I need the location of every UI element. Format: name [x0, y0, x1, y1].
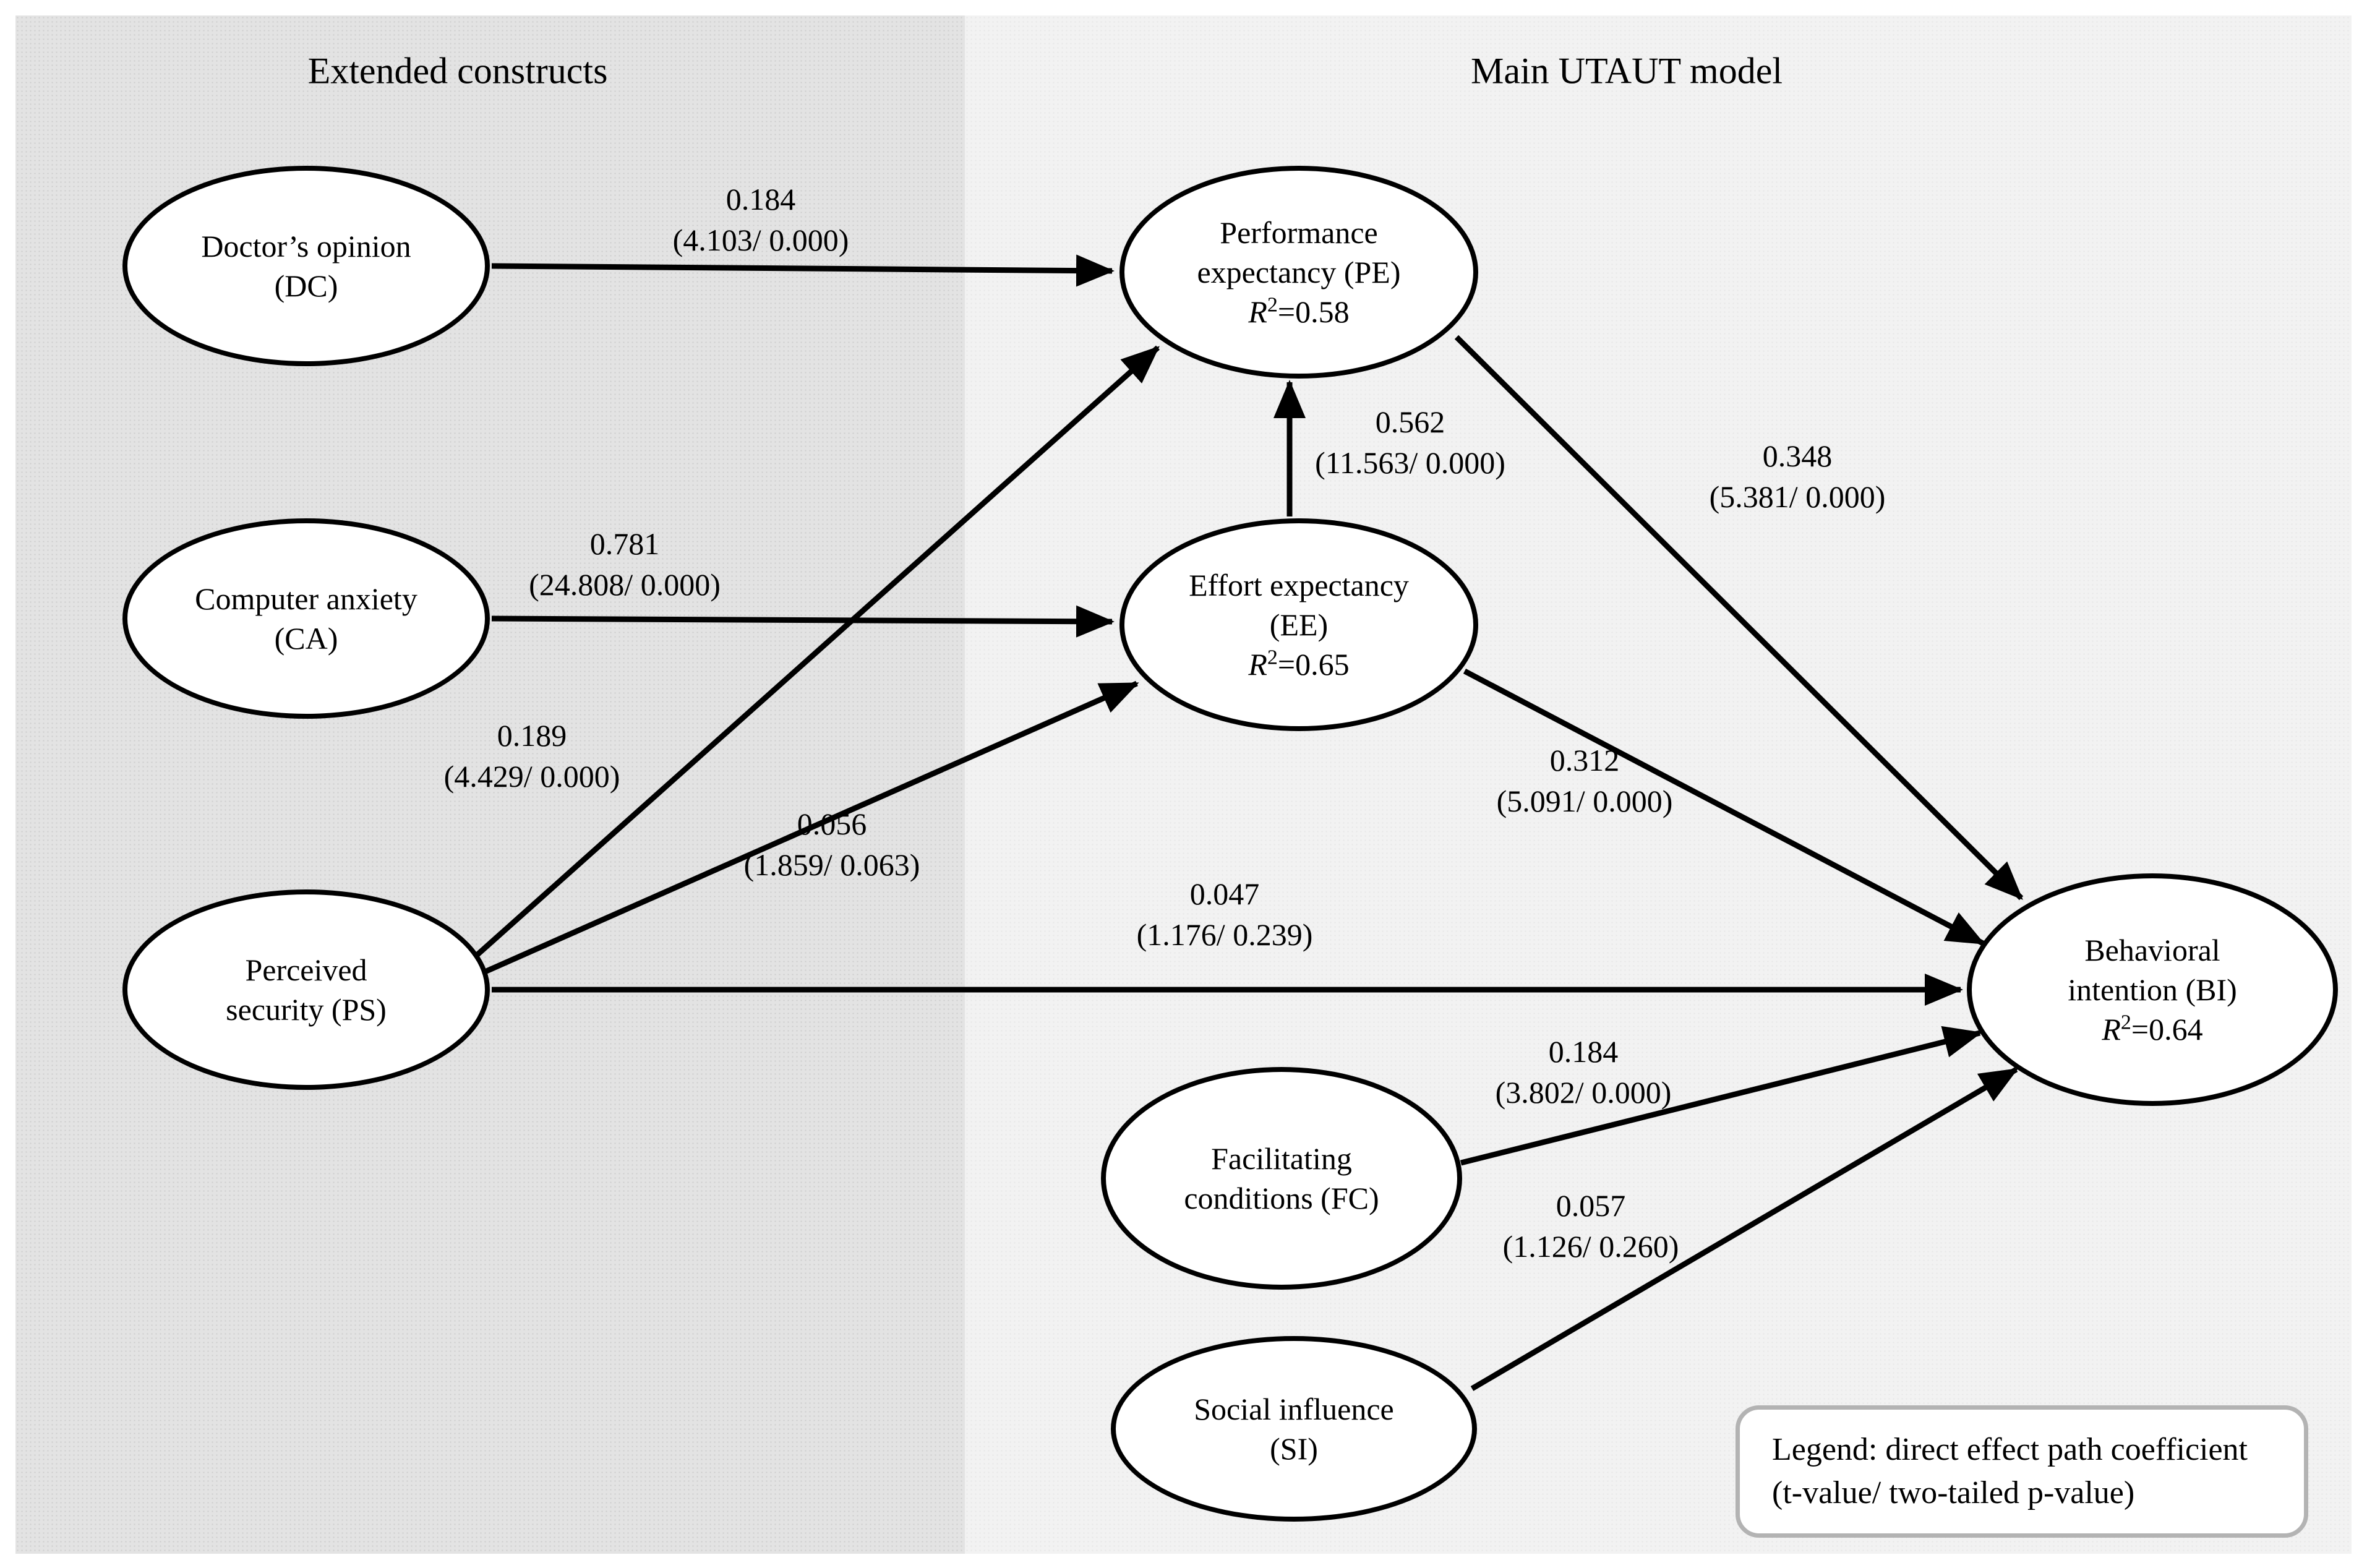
t-p-values: (4.103/ 0.000) [672, 223, 849, 257]
coefficient: 0.189 [497, 718, 567, 753]
node-computer-anxiety-abbrev: (CA) [274, 621, 338, 656]
edge-label-ee-bi: 0.312 (5.091/ 0.000) [1497, 740, 1673, 821]
edge-si-bi-line [1470, 1067, 2019, 1391]
node-social-influence-label: Social influence [1194, 1392, 1394, 1426]
t-p-values: (11.563/ 0.000) [1315, 445, 1505, 480]
node-behavioral-intention-label1: Behavioral [2084, 933, 2220, 967]
node-effort-expectancy-r2: R2=0.65 [1248, 645, 1349, 684]
node-doctors-opinion: Doctor’s opinion (DC) [122, 166, 490, 366]
edge-label-ca-ee: 0.781 (24.808/ 0.000) [529, 523, 721, 605]
edge-label-ps-pe: 0.189 (4.429/ 0.000) [444, 715, 620, 797]
r2-symbol: R [1248, 294, 1267, 329]
node-effort-expectancy-label1: Effort expectancy [1189, 568, 1409, 602]
coefficient: 0.781 [589, 526, 660, 561]
node-behavioral-intention-r2: R2=0.64 [2102, 1009, 2202, 1049]
coefficient: 0.057 [1556, 1188, 1626, 1223]
coefficient: 0.312 [1549, 743, 1620, 778]
edge-label-dc-pe: 0.184 (4.103/ 0.000) [673, 179, 849, 260]
r2-exponent: 2 [2120, 1011, 2131, 1034]
coefficient: 0.348 [1762, 439, 1833, 473]
node-perceived-security: Perceived security (PS) [122, 889, 490, 1090]
node-computer-anxiety: Computer anxiety (CA) [122, 518, 490, 719]
node-social-influence-abbrev: (SI) [1270, 1431, 1318, 1466]
t-p-values: (1.859/ 0.063) [743, 847, 920, 882]
coefficient: 0.184 [726, 182, 796, 216]
edge-ps-pe-line [474, 345, 1160, 958]
coefficient: 0.056 [797, 807, 867, 841]
edge-ca-ee-line [491, 605, 1115, 638]
t-p-values: (4.429/ 0.000) [443, 759, 620, 794]
node-effort-expectancy-label2: (EE) [1269, 607, 1329, 642]
r2-symbol: R [2102, 1012, 2121, 1047]
edge-label-ps-ee: 0.056 (1.859/ 0.063) [744, 803, 920, 885]
legend-box: Legend: direct effect path coefficient (… [1736, 1405, 2308, 1538]
r2-value: =0.65 [1277, 647, 1350, 682]
node-computer-anxiety-label: Computer anxiety [195, 581, 417, 616]
t-p-values: (5.381/ 0.000) [1709, 479, 1886, 514]
edge-ee-bi-line [1463, 669, 1985, 946]
edge-label-pe-bi: 0.348 (5.381/ 0.000) [1710, 435, 1886, 517]
r2-exponent: 2 [1267, 646, 1278, 669]
coefficient: 0.047 [1189, 876, 1260, 911]
node-performance-expectancy-r2: R2=0.58 [1248, 292, 1349, 332]
legend-line2: (t-value/ two-tailed p-value) [1772, 1475, 2135, 1510]
node-doctors-opinion-label: Doctor’s opinion [201, 229, 411, 263]
node-performance-expectancy-label2: expectancy (PE) [1197, 255, 1401, 289]
t-p-values: (3.802/ 0.000) [1495, 1075, 1672, 1110]
node-social-influence: Social influence (SI) [1111, 1336, 1477, 1522]
node-perceived-security-label2: security (PS) [226, 992, 387, 1027]
node-behavioral-intention: Behavioral intention (BI) R2=0.64 [1967, 873, 2338, 1106]
t-p-values: (24.808/ 0.000) [529, 567, 721, 602]
edge-ps-ee-line [482, 680, 1139, 975]
coefficient: 0.562 [1375, 405, 1445, 439]
node-facilitating-conditions: Facilitating conditions (FC) [1101, 1067, 1462, 1290]
node-effort-expectancy: Effort expectancy (EE) R2=0.65 [1119, 518, 1478, 731]
r2-exponent: 2 [1267, 293, 1278, 317]
t-p-values: (1.176/ 0.239) [1136, 917, 1313, 952]
edge-label-ps-bi: 0.047 (1.176/ 0.239) [1137, 873, 1313, 955]
edge-fc-bi-line [1460, 1026, 1982, 1166]
right-panel-title: Main UTAUT model [1470, 50, 1783, 92]
r2-value: =0.64 [2131, 1012, 2203, 1047]
coefficient: 0.184 [1548, 1034, 1619, 1069]
t-p-values: (1.126/ 0.260) [1502, 1229, 1679, 1264]
edge-label-ee-pe: 0.562 (11.563/ 0.000) [1315, 401, 1505, 483]
node-performance-expectancy-label1: Performance [1220, 215, 1378, 250]
edge-label-fc-bi: 0.184 (3.802/ 0.000) [1496, 1031, 1672, 1113]
t-p-values: (5.091/ 0.000) [1496, 784, 1673, 818]
node-facilitating-conditions-label2: conditions (FC) [1184, 1181, 1379, 1215]
node-doctors-opinion-abbrev: (DC) [274, 268, 338, 303]
node-performance-expectancy: Performance expectancy (PE) R2=0.58 [1119, 166, 1478, 379]
edge-label-si-bi: 0.057 (1.126/ 0.260) [1503, 1185, 1679, 1267]
r2-symbol: R [1248, 647, 1267, 682]
node-facilitating-conditions-label1: Facilitating [1211, 1141, 1352, 1176]
r2-value: =0.58 [1277, 294, 1350, 329]
node-behavioral-intention-label2: intention (BI) [2068, 972, 2237, 1007]
legend-line1: Legend: direct effect path coefficient [1772, 1431, 2248, 1467]
left-panel-title: Extended constructs [307, 50, 608, 92]
edge-dc-pe-line [491, 254, 1115, 287]
edge-pe-bi-line [1454, 335, 2024, 901]
node-perceived-security-label1: Perceived [245, 953, 367, 987]
